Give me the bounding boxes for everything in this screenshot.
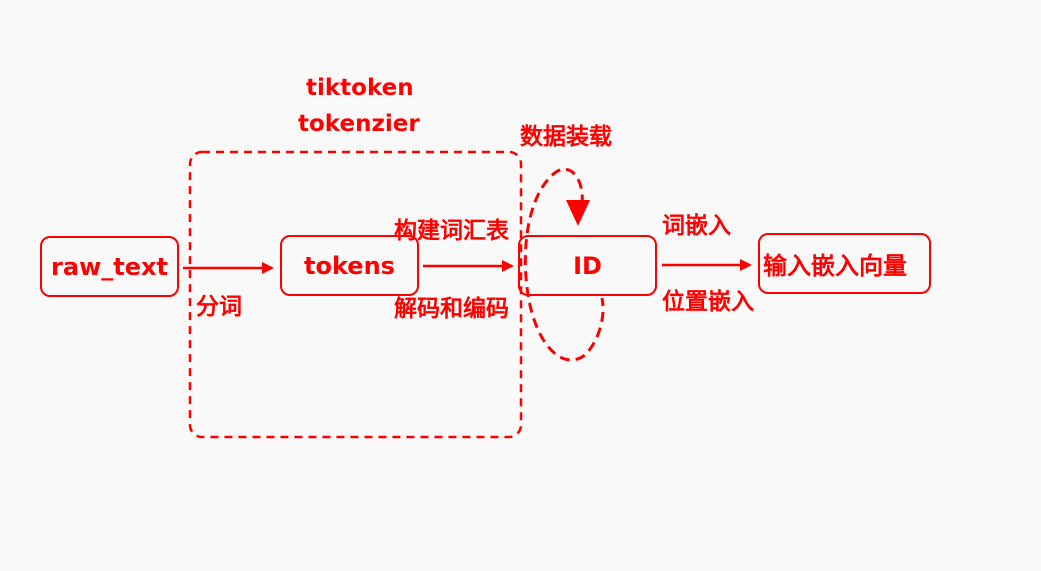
label-tokenize: 分词 [196,294,242,320]
label-word-embedding: 词嵌入 [662,213,731,239]
tokenizer-group-box [188,150,523,439]
node-tokens: tokens [280,235,419,296]
data-loading-arrowhead [566,200,590,226]
node-raw-text: raw_text [40,236,179,297]
data-loading-loop [523,168,605,362]
node-input-embedding: 输入嵌入向量 [758,233,931,294]
label-build-vocab: 构建词汇表 [394,218,509,244]
title-line-1: tiktoken [306,75,414,101]
label-data-loading: 数据装载 [520,124,612,150]
node-id: ID [518,235,657,296]
label-position-embedding: 位置嵌入 [662,289,754,315]
title-line-2: tokenzier [298,111,420,137]
label-decode-encode: 解码和编码 [394,296,509,322]
